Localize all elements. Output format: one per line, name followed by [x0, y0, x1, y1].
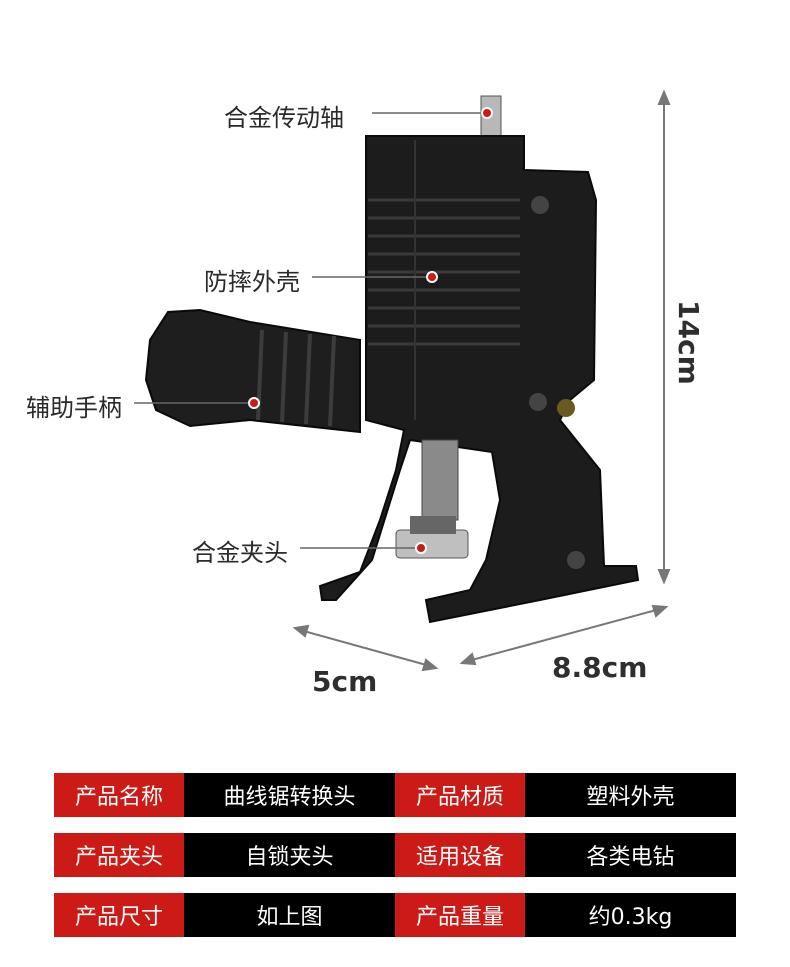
spec-label: 产品材质: [395, 773, 525, 817]
handle-shape: [144, 308, 361, 434]
dimension-width-a: 5cm: [312, 665, 378, 698]
jigsaw-adapter-drawing: [134, 89, 671, 672]
chuck-collar-shape: [395, 529, 469, 559]
callout-lines: [134, 112, 487, 549]
spec-value: 自锁夹头: [184, 833, 395, 877]
callout-markers: [248, 107, 493, 554]
callout-shell: 防摔外壳: [204, 268, 300, 296]
callout-shaft: 合金传动轴: [224, 104, 344, 132]
chuck-shaft-shape: [421, 439, 459, 521]
spec-label: 适用设备: [395, 833, 525, 877]
callout-chuck: 合金夹头: [192, 539, 288, 567]
product-illustration: 合金传动轴 防摔外壳 辅助手柄 合金夹头 14cm 5cm 8.8cm: [26, 89, 705, 698]
housing-shape: [318, 135, 640, 624]
housing-ribs: [368, 198, 520, 346]
spec-value: 各类电钻: [525, 833, 736, 877]
spec-value: 曲线锯转换头: [184, 773, 395, 817]
spec-value: 约0.3kg: [525, 893, 736, 937]
spec-row: 产品夹头 自锁夹头 适用设备 各类电钻: [54, 833, 736, 877]
spec-label: 产品名称: [54, 773, 184, 817]
spec-value: 如上图: [184, 893, 395, 937]
spec-label: 产品夹头: [54, 833, 184, 877]
dimension-arrows: [292, 89, 671, 672]
spec-label: 产品尺寸: [54, 893, 184, 937]
callout-handle: 辅助手柄: [26, 394, 122, 422]
spec-table: 产品名称 曲线锯转换头 产品材质 塑料外壳 产品夹头 自锁夹头 适用设备 各类电…: [54, 773, 736, 953]
spec-label: 产品重量: [395, 893, 525, 937]
dimension-height: 14cm: [672, 300, 705, 385]
dimension-width-b: 8.8cm: [552, 651, 648, 684]
spec-row: 产品名称 曲线锯转换头 产品材质 塑料外壳: [54, 773, 736, 817]
spec-row: 产品尺寸 如上图 产品重量 约0.3kg: [54, 893, 736, 937]
spec-value: 塑料外壳: [525, 773, 736, 817]
